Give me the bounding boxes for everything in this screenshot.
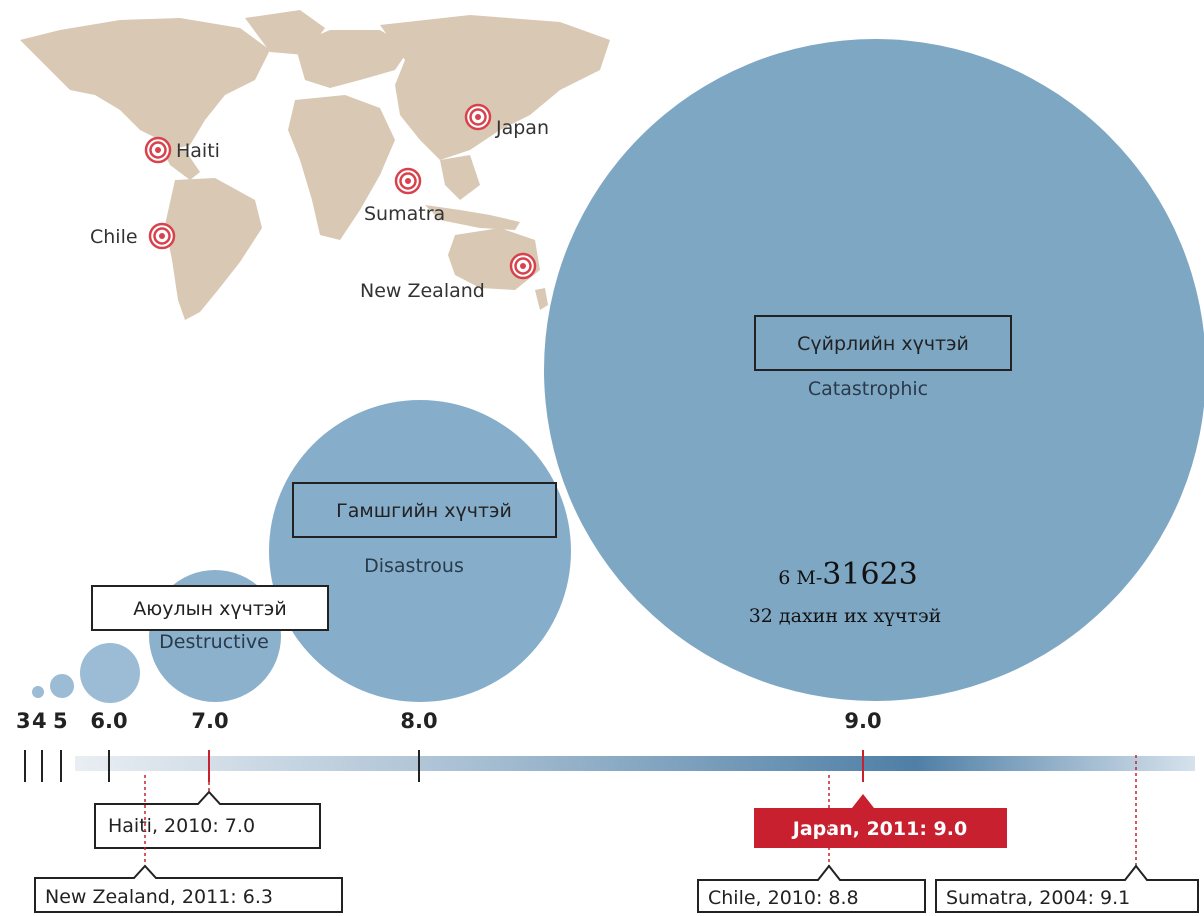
catastrophic-title-box <box>754 315 1012 371</box>
callout-japan[interactable]: Japan, 2011: 9.0 <box>754 794 1007 848</box>
marker-label: Sumatra <box>364 203 445 225</box>
indochina-shape <box>440 155 480 200</box>
quake-marker-icon <box>144 136 172 164</box>
tick-label-5: 5 <box>53 709 68 733</box>
callouts: Haiti, 2010: 7.0 New Zealand, 2011: 6.3 … <box>34 755 1199 913</box>
callout-box-highlight <box>754 794 1007 848</box>
marker-new-zealand[interactable]: New Zealand <box>360 252 537 302</box>
callout-box <box>34 864 343 913</box>
tick-label-6: 6.0 <box>90 709 127 733</box>
scale-tick-labels: 3 4 5 6.0 7.0 8.0 9.0 <box>16 709 882 733</box>
marker-haiti[interactable]: Haiti <box>144 136 220 164</box>
quake-marker-icon <box>509 252 537 280</box>
magnitude-scale <box>24 750 1195 782</box>
circle-mag-3 <box>32 686 44 698</box>
destructive-title: Аюулын хүчтэй <box>133 598 286 620</box>
ratio-line-1: 6 М-31623 <box>778 557 917 592</box>
catastrophic-subtitle: Catastrophic <box>808 378 928 400</box>
tick-label-4: 4 <box>32 709 47 733</box>
quake-marker-icon <box>394 167 422 195</box>
callout-haiti[interactable]: Haiti, 2010: 7.0 <box>94 782 321 849</box>
south-america-shape <box>165 178 262 320</box>
disastrous-title: Гамшгийн хүчтэй <box>336 500 512 522</box>
disastrous-title-box <box>292 482 557 538</box>
callout-box <box>697 864 926 913</box>
ratio-prefix: 6 М- <box>778 567 822 589</box>
circle-mag-6 <box>80 643 140 703</box>
japan-shape <box>498 88 515 130</box>
north-america-shape <box>20 18 270 150</box>
africa-shape <box>288 95 395 240</box>
marker-japan[interactable]: Japan <box>464 103 549 139</box>
ratio-value: 31623 <box>822 557 917 592</box>
new-zealand-shape <box>535 288 548 310</box>
tick-label-8: 8.0 <box>400 709 437 733</box>
marker-chile[interactable]: Chile <box>90 222 176 250</box>
europe-shape <box>295 30 410 88</box>
circle-mag-4 <box>50 674 74 698</box>
marker-label: Haiti <box>176 140 220 162</box>
callout-text: New Zealand, 2011: 6.3 <box>45 886 273 908</box>
callout-box <box>935 864 1199 913</box>
disastrous-label: Гамшгийн хүчтэй Disastrous <box>292 482 557 577</box>
ratio-note: 6 М-31623 32 дахин их хүчтэй <box>749 557 942 627</box>
catastrophic-label: Сүйрлийн хүчтэй Catastrophic <box>754 315 1012 400</box>
catastrophic-title: Сүйрлийн хүчтэй <box>797 333 969 355</box>
circle-disastrous <box>269 400 571 702</box>
callout-new-zealand[interactable]: New Zealand, 2011: 6.3 <box>34 775 343 913</box>
marker-label: Japan <box>495 117 549 139</box>
tick-label-3: 3 <box>16 709 31 733</box>
destructive-label: Аюулын хүчтэй Destructive <box>91 585 329 653</box>
callout-text: Chile, 2010: 8.8 <box>708 887 859 909</box>
marker-label: Chile <box>90 226 138 248</box>
destructive-title-box <box>91 585 329 631</box>
quake-marker-icon <box>148 222 176 250</box>
marker-sumatra[interactable]: Sumatra <box>364 167 445 225</box>
callout-box <box>94 790 321 849</box>
quake-marker-icon <box>464 103 492 131</box>
callout-text: Sumatra, 2004: 9.1 <box>946 887 1130 909</box>
tick-label-9: 9.0 <box>844 709 881 733</box>
callout-text: Haiti, 2010: 7.0 <box>108 815 255 837</box>
callout-text: Japan, 2011: 9.0 <box>791 818 967 840</box>
callout-chile[interactable]: Chile, 2010: 8.8 <box>697 775 926 913</box>
ratio-line-2: 32 дахин их хүчтэй <box>749 605 942 627</box>
asia-shape <box>380 15 610 160</box>
disastrous-subtitle: Disastrous <box>364 555 464 577</box>
map-markers: Haiti Japan Sumatra Chile New Zealand <box>90 103 549 302</box>
marker-label: New Zealand <box>360 280 485 302</box>
scale-bar <box>75 756 1195 771</box>
tick-label-7: 7.0 <box>191 709 228 733</box>
indonesia-shape <box>425 205 520 230</box>
destructive-subtitle: Destructive <box>159 631 269 653</box>
callout-sumatra[interactable]: Sumatra, 2004: 9.1 <box>935 755 1199 913</box>
